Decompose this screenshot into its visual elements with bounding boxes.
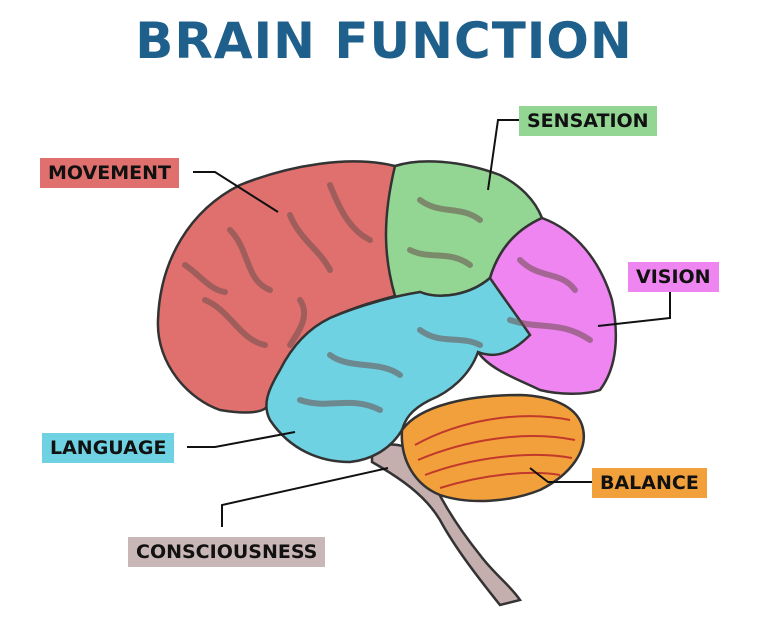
cerebellum-folds bbox=[414, 415, 576, 489]
label-language: LANGUAGE bbox=[42, 433, 175, 463]
consciousness-leader-line bbox=[221, 467, 389, 527]
sensation-leader-line bbox=[487, 119, 519, 191]
label-vision: VISION bbox=[628, 262, 719, 292]
label-sensation: SENSATION bbox=[519, 106, 657, 136]
balance-leader-line bbox=[529, 467, 592, 483]
label-consciousness: CONSCIOUSNESS bbox=[128, 537, 326, 567]
movement-leader-line bbox=[193, 171, 279, 213]
cerebellum-region bbox=[400, 393, 585, 503]
language-leader-line bbox=[187, 431, 296, 448]
label-balance: BALANCE bbox=[592, 468, 707, 498]
leader-lines bbox=[187, 119, 671, 527]
temporal-lobe-region bbox=[265, 276, 532, 464]
label-movement: MOVEMENT bbox=[40, 158, 179, 188]
page-title: BRAIN FUNCTION bbox=[135, 12, 633, 70]
brain-folds bbox=[182, 182, 593, 413]
